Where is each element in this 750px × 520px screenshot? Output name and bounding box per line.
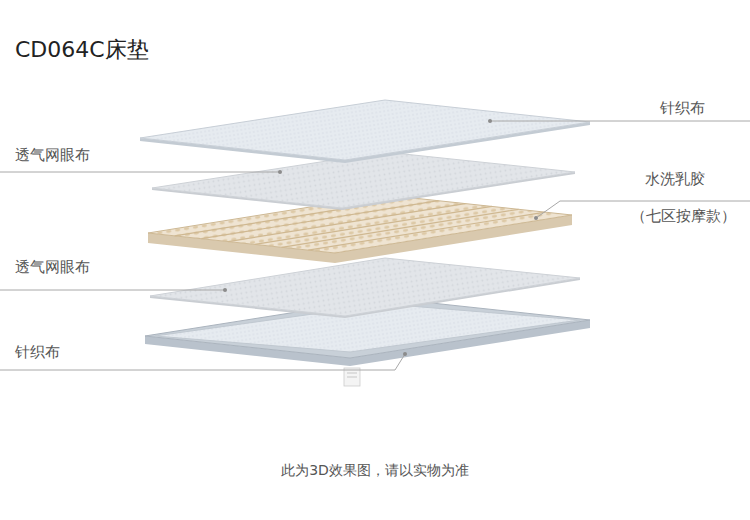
part-label: 针织布 [660,99,705,117]
leader-dots [223,119,538,356]
mesh-top [152,152,575,208]
leader-line [490,121,750,122]
part-label: （七区按摩款） [631,207,736,225]
leader-dot [488,119,492,123]
tag-line [347,377,357,378]
diagram-caption: 此为3D效果图，请以实物为准 [281,461,469,479]
lower-mesh-layer [150,258,580,318]
leader-lines [0,121,750,370]
leader-line [0,172,280,173]
mesh-top [150,258,580,316]
leader-dot [403,352,407,356]
leader-dot [534,216,538,220]
diagram-title: CD064C床垫 [15,36,149,64]
fabric-tag [344,368,360,386]
top-knit-layer [140,100,590,163]
upper-mesh-layer [152,152,575,210]
leader-dot [223,288,227,292]
leader-line [0,354,405,370]
part-label: 透气网眼布 [15,258,90,276]
leader-dot [278,170,282,174]
tag-line [347,373,357,374]
part-label: 针织布 [15,343,60,361]
part-label: 透气网眼布 [15,146,90,164]
knit-top [140,100,590,160]
part-label: 水洗乳胶 [645,170,705,188]
leader-line [0,290,225,291]
